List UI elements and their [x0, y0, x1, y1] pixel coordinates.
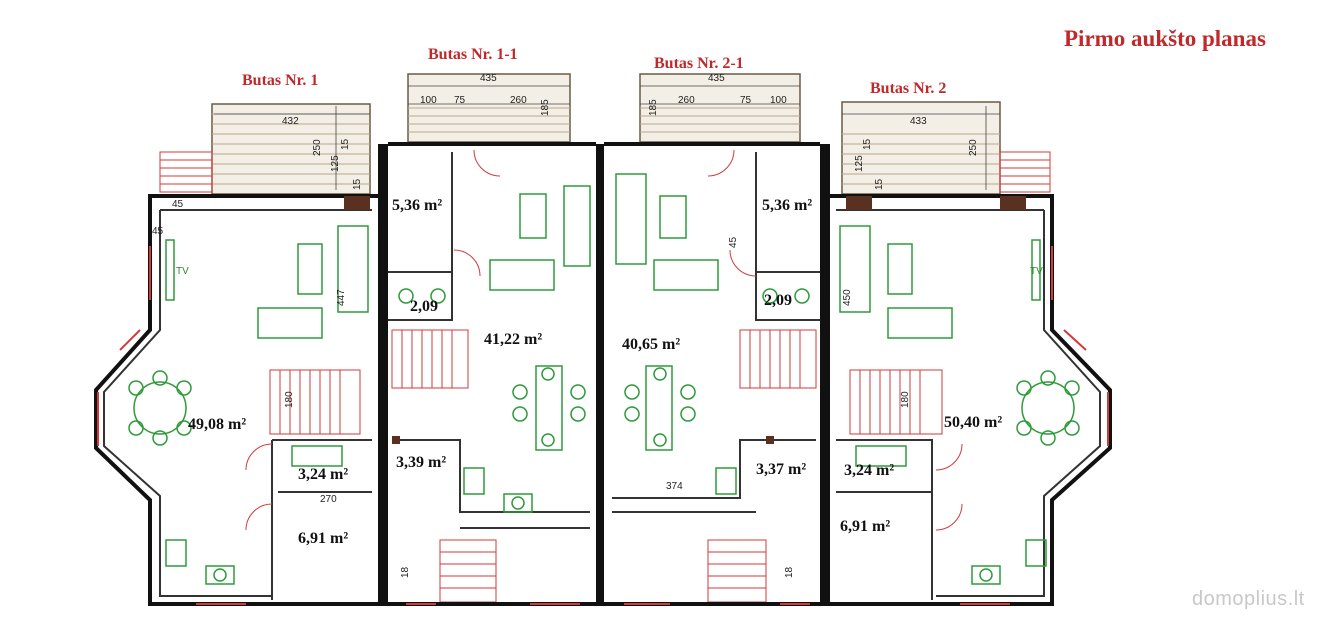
dim-435b: 435: [708, 73, 725, 84]
dim-250b: 250: [968, 139, 979, 156]
dim-100a: 100: [420, 95, 437, 106]
area-u2-room: 6,91 m²: [840, 518, 891, 535]
furniture: [128, 173, 1080, 585]
dim-75a: 75: [454, 95, 466, 106]
area-u11-living: 41,22 m²: [484, 331, 543, 348]
area-u2-wc: 3,24 m²: [844, 462, 895, 479]
tv-label-unit-1: TV: [176, 266, 189, 277]
columns: [344, 196, 1026, 444]
dim-75b: 75: [740, 95, 752, 106]
dim-180a: 180: [284, 391, 295, 408]
dim-450: 450: [842, 289, 853, 306]
dim-125a: 125: [330, 155, 341, 172]
tv-label-unit-2: TV: [1030, 266, 1043, 277]
area-u1-wc: 3,24 m²: [298, 466, 349, 483]
area-u11-hall: 5,36 m²: [392, 197, 443, 214]
dim-18a: 18: [400, 566, 411, 578]
area-u21-wc: 2,09: [764, 292, 792, 309]
dim-18b: 18: [784, 566, 795, 578]
interior-stairs: [269, 329, 943, 435]
dim-45c: 45: [728, 236, 739, 248]
terrace-unit-2: [841, 101, 1001, 195]
dim-260a: 260: [510, 95, 527, 106]
dim-185a: 185: [540, 99, 551, 116]
dim-447: 447: [336, 289, 347, 306]
door-swings: [245, 149, 963, 531]
area-u1-living: 49,08 m²: [188, 416, 247, 433]
windows: [97, 246, 1109, 605]
terrace-unit-1-1: [407, 73, 571, 143]
dim-250a: 250: [312, 139, 323, 156]
area-u21-hall: 5,36 m²: [762, 197, 813, 214]
dim-180b: 180: [900, 391, 911, 408]
dim-270: 270: [320, 494, 337, 505]
area-u2-living: 50,40 m²: [944, 414, 1003, 431]
dim-185b: 185: [648, 99, 659, 116]
unit-label-1: Butas Nr. 1: [242, 72, 319, 89]
dim-45b: 45: [152, 226, 164, 237]
unit-label-1-1: Butas Nr. 1-1: [428, 46, 518, 63]
dim-125b: 125: [854, 155, 865, 172]
area-u11-wc: 2,09: [410, 298, 438, 315]
dim-435a: 435: [480, 73, 497, 84]
dim-15c: 15: [862, 138, 873, 150]
dim-15a: 15: [340, 138, 351, 150]
area-u1-room: 6,91 m²: [298, 530, 349, 547]
dim-433: 433: [910, 116, 927, 127]
dim-15b: 15: [352, 178, 363, 190]
area-u11-store: 3,39 m²: [396, 454, 447, 471]
party-walls: [378, 144, 830, 606]
dim-15d: 15: [874, 178, 885, 190]
dim-260b: 260: [678, 95, 695, 106]
unit-label-2-1: Butas Nr. 2-1: [654, 55, 744, 72]
dimension-lines: [214, 85, 1000, 190]
dim-432: 432: [282, 116, 299, 127]
watermark: domoplius.lt: [1192, 588, 1305, 610]
dim-374: 374: [666, 481, 683, 492]
dim-100b: 100: [770, 95, 787, 106]
plan-title: Pirmo aukšto planas: [1064, 26, 1266, 51]
terrace-unit-2-1: [639, 73, 801, 143]
unit-label-2: Butas Nr. 2: [870, 80, 947, 97]
dim-45a: 45: [172, 199, 184, 210]
entry-steps: [159, 151, 1051, 603]
area-u21-living: 40,65 m²: [622, 336, 681, 353]
area-u21-store: 3,37 m²: [756, 461, 807, 478]
